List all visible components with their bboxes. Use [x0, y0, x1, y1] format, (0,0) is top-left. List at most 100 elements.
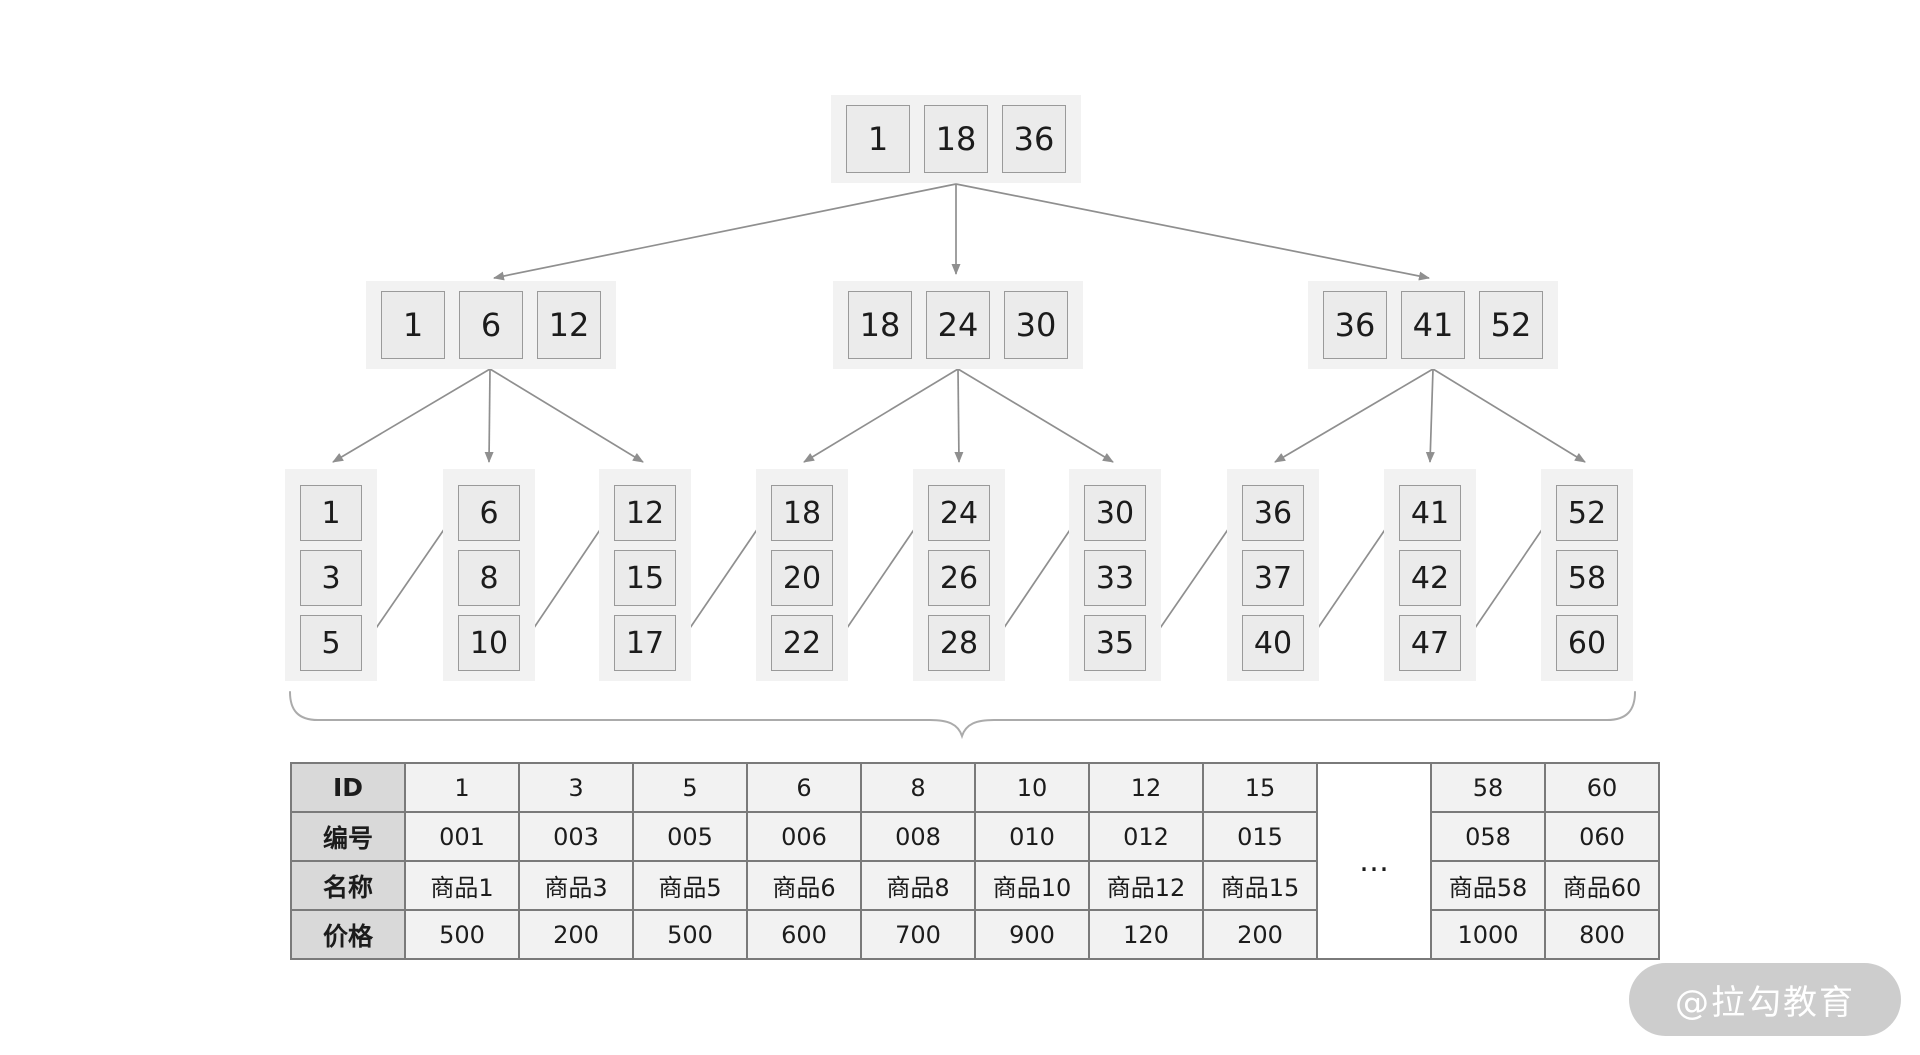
leaf-node: 18 20 22 [756, 469, 848, 681]
key-cell: 18 [924, 105, 988, 173]
table-cell: 58 [1430, 762, 1546, 813]
leaf-node: 36 37 40 [1227, 469, 1319, 681]
key-cell: 17 [614, 615, 676, 671]
table-cell: 200 [518, 909, 634, 960]
key-cell: 41 [1401, 291, 1465, 359]
key-cell: 18 [848, 291, 912, 359]
table-cell: 商品1 [404, 860, 520, 911]
key-cell: 36 [1242, 485, 1304, 541]
table-cell: 900 [974, 909, 1090, 960]
key-cell: 1 [846, 105, 910, 173]
table-cell: 商品12 [1088, 860, 1204, 911]
key-cell: 28 [928, 615, 990, 671]
table-cell: 商品3 [518, 860, 634, 911]
key-cell: 47 [1399, 615, 1461, 671]
key-cell: 12 [614, 485, 676, 541]
key-cell: 24 [928, 485, 990, 541]
table-cell: 商品8 [860, 860, 976, 911]
table-cell: 3 [518, 762, 634, 813]
key-cell: 5 [300, 615, 362, 671]
table-row-header: 编号 [290, 811, 406, 862]
key-cell: 58 [1556, 550, 1618, 606]
key-cell: 41 [1399, 485, 1461, 541]
key-cell: 10 [458, 615, 520, 671]
leaf-node: 12 15 17 [599, 469, 691, 681]
key-cell: 42 [1399, 550, 1461, 606]
btree-root-node: 1 18 36 [831, 95, 1081, 183]
table-cell: 005 [632, 811, 748, 862]
root-to-internal-arrows [493, 183, 1430, 281]
table-row: 价格 500 200 500 600 700 900 120 200 1000 … [290, 909, 1660, 960]
key-cell: 1 [300, 485, 362, 541]
leaf-node: 30 33 35 [1069, 469, 1161, 681]
table-cell: 60 [1544, 762, 1660, 813]
watermark-text: @拉勾教育 [1675, 983, 1855, 1023]
internal-to-leaf-arrows [332, 368, 1586, 463]
watermark-badge: @拉勾教育 [1629, 963, 1901, 1036]
key-cell: 36 [1002, 105, 1066, 173]
btree-internal-node: 18 24 30 [833, 281, 1083, 369]
key-cell: 26 [928, 550, 990, 606]
table-cell: 1 [404, 762, 520, 813]
underbrace [289, 691, 1636, 740]
product-table: ID 1 3 5 6 8 10 12 15 … 58 60 编号 001 003… [290, 762, 1660, 960]
leaf-node: 24 26 28 [913, 469, 1005, 681]
table-cell: 商品60 [1544, 860, 1660, 911]
table-cell: 商品5 [632, 860, 748, 911]
leaf-node: 41 42 47 [1384, 469, 1476, 681]
table-cell: 120 [1088, 909, 1204, 960]
table-row-header: 名称 [290, 860, 406, 911]
table-cell: 商品15 [1202, 860, 1318, 911]
table-cell: 12 [1088, 762, 1204, 813]
table-row-header: ID [290, 762, 406, 813]
btree-internal-node: 36 41 52 [1308, 281, 1558, 369]
key-cell: 12 [537, 291, 601, 359]
table-row: 编号 001 003 005 006 008 010 012 015 058 0… [290, 811, 1660, 862]
table-cell: 500 [632, 909, 748, 960]
table-cell: 012 [1088, 811, 1204, 862]
table-cell: 商品10 [974, 860, 1090, 911]
table-cell: 商品58 [1430, 860, 1546, 911]
btree-internal-node: 1 6 12 [366, 281, 616, 369]
table-cell: 200 [1202, 909, 1318, 960]
table-cell: 500 [404, 909, 520, 960]
key-cell: 30 [1084, 485, 1146, 541]
leaf-node: 1 3 5 [285, 469, 377, 681]
table-cell: 10 [974, 762, 1090, 813]
key-cell: 20 [771, 550, 833, 606]
key-cell: 35 [1084, 615, 1146, 671]
key-cell: 15 [614, 550, 676, 606]
key-cell: 8 [458, 550, 520, 606]
key-cell: 36 [1323, 291, 1387, 359]
table-cell: 1000 [1430, 909, 1546, 960]
key-cell: 30 [1004, 291, 1068, 359]
key-cell: 22 [771, 615, 833, 671]
table-cell: 15 [1202, 762, 1318, 813]
table-row-header: 价格 [290, 909, 406, 960]
table-cell: 6 [746, 762, 862, 813]
key-cell: 6 [459, 291, 523, 359]
table-cell: 001 [404, 811, 520, 862]
key-cell: 18 [771, 485, 833, 541]
table-cell: 5 [632, 762, 748, 813]
table-row: 名称 商品1 商品3 商品5 商品6 商品8 商品10 商品12 商品15 商品… [290, 860, 1660, 911]
key-cell: 3 [300, 550, 362, 606]
key-cell: 37 [1242, 550, 1304, 606]
table-cell: 058 [1430, 811, 1546, 862]
table-row: ID 1 3 5 6 8 10 12 15 … 58 60 [290, 762, 1660, 960]
table-ellipsis-cell: … [1316, 762, 1432, 960]
table-cell: 700 [860, 909, 976, 960]
table-cell: 003 [518, 811, 634, 862]
key-cell: 60 [1556, 615, 1618, 671]
table-cell: 006 [746, 811, 862, 862]
table-cell: 008 [860, 811, 976, 862]
leaf-node: 6 8 10 [443, 469, 535, 681]
table-cell: 600 [746, 909, 862, 960]
key-cell: 52 [1479, 291, 1543, 359]
key-cell: 52 [1556, 485, 1618, 541]
key-cell: 1 [381, 291, 445, 359]
table-cell: 015 [1202, 811, 1318, 862]
key-cell: 24 [926, 291, 990, 359]
key-cell: 40 [1242, 615, 1304, 671]
